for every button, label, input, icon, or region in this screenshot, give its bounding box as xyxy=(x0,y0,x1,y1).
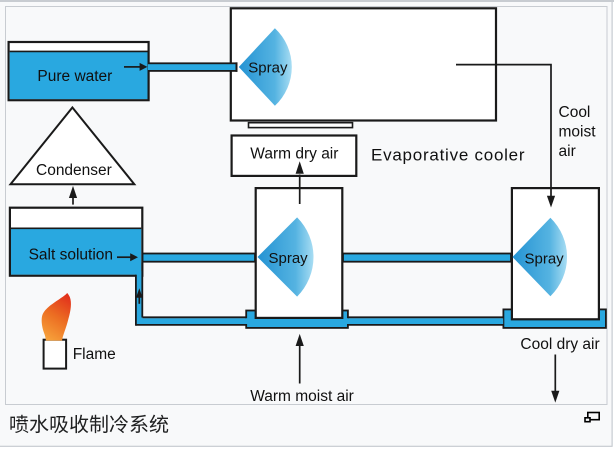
svg-text:Warm dry air: Warm dry air xyxy=(250,146,338,163)
svg-text:Flame: Flame xyxy=(73,346,116,363)
svg-text:Warm moist air: Warm moist air xyxy=(250,388,354,405)
svg-text:Spray: Spray xyxy=(269,250,309,267)
svg-text:Salt solution: Salt solution xyxy=(29,246,113,263)
svg-text:Condenser: Condenser xyxy=(36,162,112,179)
svg-text:air: air xyxy=(559,143,576,160)
svg-text:moist: moist xyxy=(559,124,597,141)
svg-text:Cool dry air: Cool dry air xyxy=(520,336,599,353)
svg-text:Pure water: Pure water xyxy=(37,68,112,85)
svg-text:Cool: Cool xyxy=(559,104,591,121)
svg-text:Evaporative cooler: Evaporative cooler xyxy=(371,146,525,165)
svg-text:Spray: Spray xyxy=(248,60,288,77)
svg-text:Spray: Spray xyxy=(525,250,565,267)
